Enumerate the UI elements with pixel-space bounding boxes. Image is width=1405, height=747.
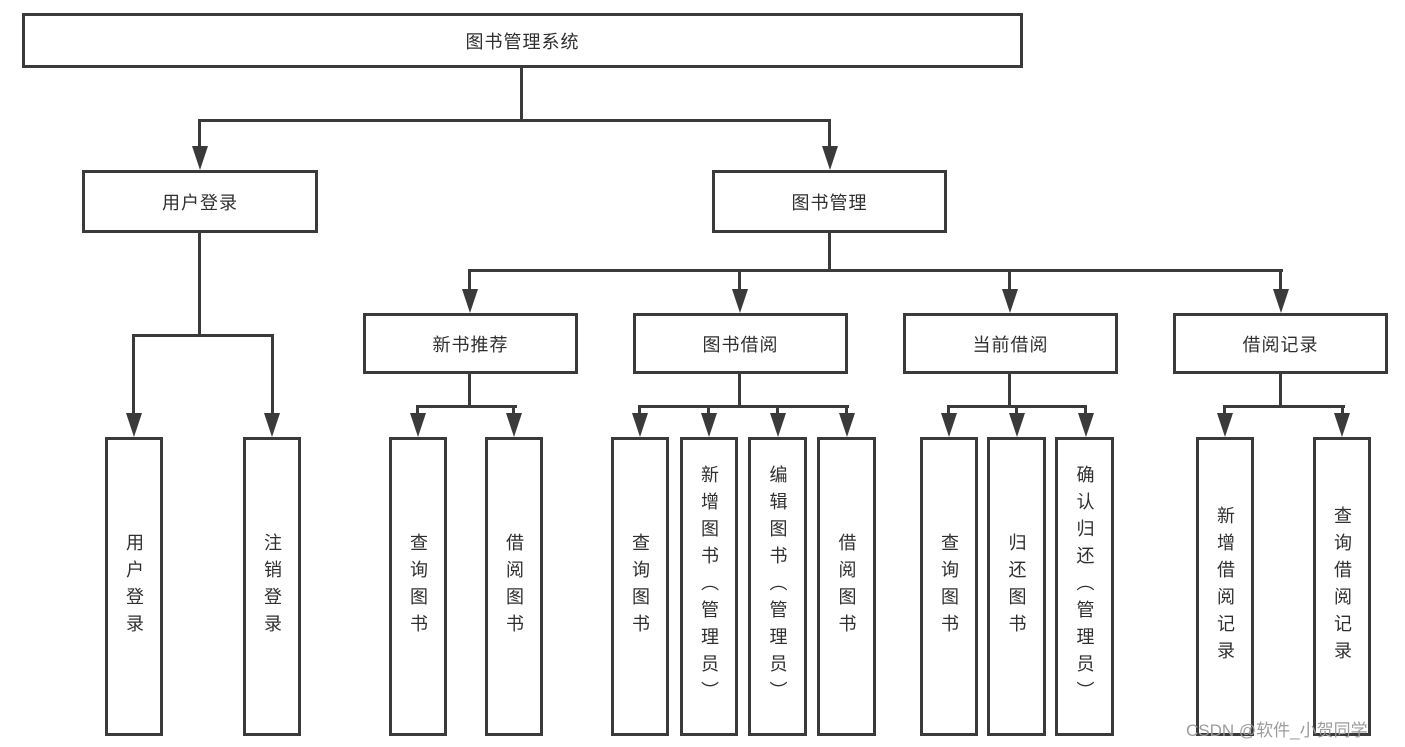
leaf-borrow-edit-admin: 编辑图书（管理员） [748,437,807,736]
node-borrow-record: 借阅记录 [1173,313,1388,374]
arrow-to-leaf-borrow-edit [770,413,786,437]
edge-login-drop-1 [132,334,135,416]
edge-newbook-bar [416,405,517,408]
edge-current-stub [1008,372,1011,408]
edge-login-bar [132,334,274,337]
leaf-newbook-borrow: 借阅图书 [485,437,543,736]
leaf-current-confirm-admin: 确认归还（管理员） [1055,437,1114,736]
leaf-login-logout: 注销登录 [243,437,301,736]
arrow-to-leaf-login-logout [264,413,280,437]
edge-borrow-drop-2 [707,405,710,417]
node-book-borrow: 图书借阅 [633,313,848,374]
node-book-management: 图书管理 [712,170,947,233]
edge-newbook-drop-1 [416,405,419,417]
arrow-to-leaf-current-return [1009,413,1025,437]
edge-borrow-drop-4 [845,405,848,417]
node-current-borrow: 当前借阅 [903,313,1118,374]
edge-record-stub [1279,372,1282,408]
leaf-newbook-query: 查询图书 [389,437,447,736]
arrow-to-book-borrow [732,289,748,313]
edge-mgmt-drop-4 [1279,269,1282,293]
edge-record-bar [1223,405,1345,408]
edge-newbook-stub [468,372,471,408]
arrow-to-user-login [192,146,208,170]
edge-borrow-drop-3 [776,405,779,417]
node-new-book-recommend: 新书推荐 [363,313,578,374]
edge-current-drop-3 [1084,405,1087,417]
leaf-record-add: 新增借阅记录 [1196,437,1254,736]
arrow-to-leaf-record-add [1217,413,1233,437]
arrow-to-leaf-borrow-borrow [839,413,855,437]
edge-root-bar [198,119,831,122]
arrow-to-new-book-recommend [462,289,478,313]
edge-record-drop-1 [1223,405,1226,417]
arrow-to-leaf-current-query [941,413,957,437]
arrow-to-leaf-borrow-add [701,413,717,437]
edge-root-drop-mgmt [828,119,831,151]
edge-mgmt-drop-3 [1008,269,1011,293]
arrow-to-leaf-login-user [126,413,142,437]
edge-mgmt-bar [468,269,1283,272]
arrow-to-leaf-record-query [1334,413,1350,437]
leaf-login-user: 用户登录 [105,437,163,736]
arrow-to-leaf-borrow-query [632,413,648,437]
leaf-current-return: 归还图书 [987,437,1046,736]
edge-root-drop-login [198,119,201,151]
leaf-current-query: 查询图书 [920,437,978,736]
leaf-record-query: 查询借阅记录 [1313,437,1371,736]
edge-login-stub [198,231,201,337]
node-root: 图书管理系统 [22,13,1023,68]
edge-login-drop-2 [271,334,274,416]
node-user-login: 用户登录 [82,170,318,233]
edge-current-drop-1 [947,405,950,417]
edge-root-stub [520,66,523,122]
edge-newbook-drop-2 [512,405,515,417]
edge-mgmt-drop-2 [738,269,741,293]
edge-current-drop-2 [1015,405,1018,417]
edge-borrow-stub [738,372,741,408]
leaf-borrow-add-admin: 新增图书（管理员） [680,437,738,736]
watermark: CSDN @软件_小贺同学 [1186,721,1368,740]
arrow-to-leaf-newbook-query [410,413,426,437]
edge-mgmt-drop-1 [468,269,471,293]
edge-borrow-drop-1 [638,405,641,417]
arrow-to-current-borrow [1002,289,1018,313]
arrow-to-borrow-record [1273,289,1289,313]
leaf-borrow-borrow: 借阅图书 [817,437,876,736]
arrow-to-leaf-newbook-borrow [506,413,522,437]
arrow-to-leaf-current-confirm [1078,413,1094,437]
edge-mgmt-stub [828,231,831,272]
edge-borrow-bar [638,405,849,408]
leaf-borrow-query: 查询图书 [611,437,669,736]
arrow-to-book-management [822,146,838,170]
edge-record-drop-2 [1341,405,1344,417]
